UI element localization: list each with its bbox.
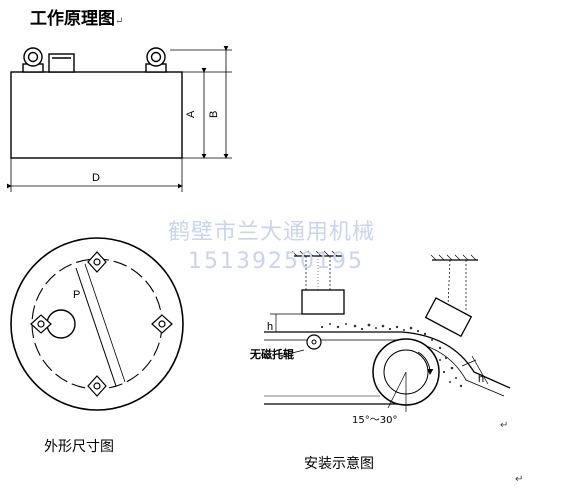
caption-installation: 安装示意图: [304, 456, 374, 472]
paragraph-mark: ↵: [515, 474, 524, 485]
caption-outline-drawing: 外形尺寸图: [44, 439, 114, 455]
dim-label-h-inclined: h: [478, 373, 484, 385]
page-title: 工作原理图↵: [30, 9, 124, 29]
dim-label-h-horizontal: h: [267, 321, 273, 333]
dimension-lines-ab: [170, 46, 232, 159]
suspended-magnet-horizontal: [301, 289, 345, 315]
label-idler-roller: 无磁托辊: [250, 348, 294, 361]
terminal-box: [48, 53, 75, 73]
lifting-lug-right: [145, 47, 167, 73]
label-angle: 15°～30°: [352, 415, 398, 426]
lifting-lug-left: [22, 47, 44, 73]
material-particles: [320, 323, 463, 388]
dimension-line-d: [7, 158, 183, 192]
suspended-magnet-inclined: [424, 297, 473, 338]
magnet-top-view: [10, 237, 184, 411]
non-magnetic-idler: [306, 334, 322, 350]
dim-label-b: B: [208, 111, 220, 118]
magnet-side-view: [10, 47, 183, 159]
dim-label-a: A: [185, 110, 197, 118]
paragraph-mark-2: ↵: [500, 420, 509, 431]
installation-view: [264, 250, 511, 412]
dim-label-p: P: [73, 289, 80, 301]
dim-label-d: D: [92, 172, 100, 184]
